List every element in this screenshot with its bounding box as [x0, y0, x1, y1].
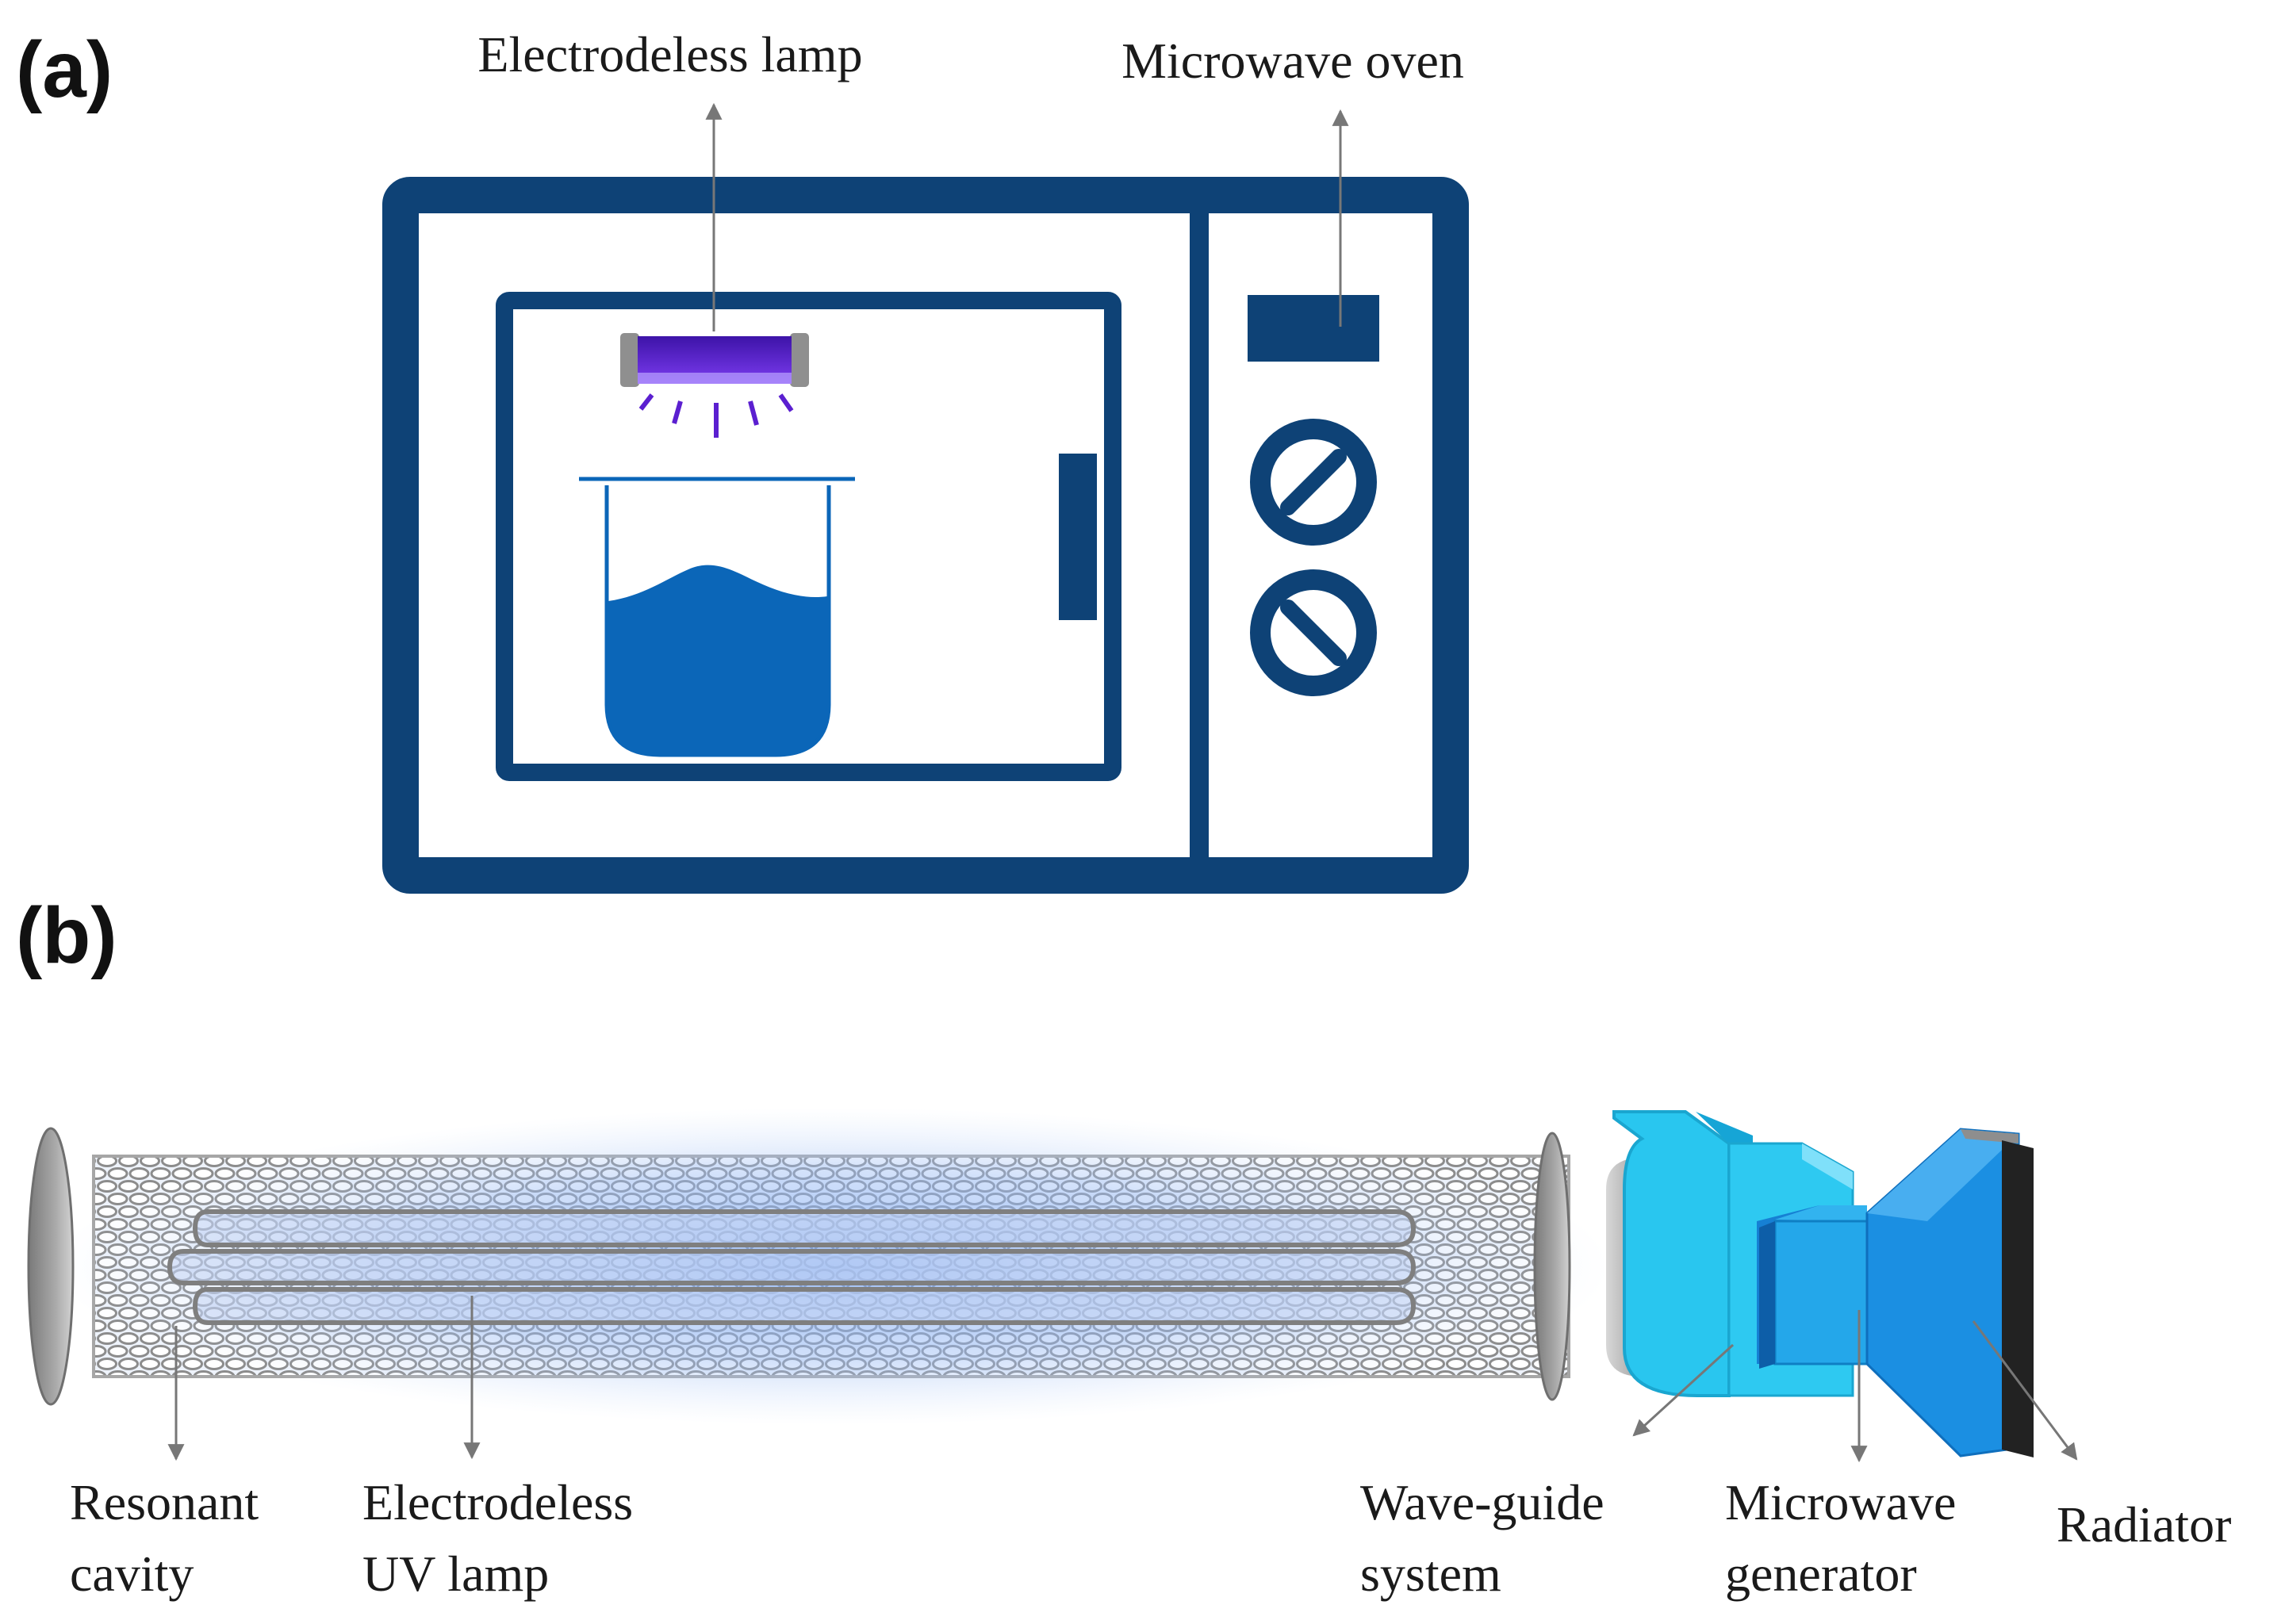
oven-body	[382, 177, 1469, 894]
electrodeless-lamp-label: Electrodeless lamp	[477, 26, 862, 82]
cavity-end-discs	[27, 1127, 1571, 1406]
control-knob-2-icon	[1250, 569, 1377, 696]
door-latch	[1059, 454, 1097, 620]
microwave-oven	[382, 177, 1469, 894]
wave-guide-label-line1: Wave-guide	[1360, 1474, 1604, 1530]
microwave-generator	[1757, 1205, 1869, 1369]
electrodeless-lamp-icon	[620, 333, 809, 438]
lamp-callout: Electrodeless lamp	[477, 26, 863, 331]
liquid	[608, 565, 827, 753]
panel-label-b: (b)	[16, 891, 117, 980]
generator-label-line1: Microwave	[1725, 1474, 1956, 1530]
radiator-label: Radiator	[2057, 1496, 2231, 1553]
radiator-plate	[2002, 1140, 2034, 1457]
panel-label-a: (a)	[16, 25, 113, 114]
radiator	[1865, 1128, 2034, 1457]
resonant-cavity-label-line1: Resonant	[70, 1474, 259, 1530]
generator-label-line2: generator	[1725, 1545, 1917, 1602]
beaker-icon	[579, 477, 855, 757]
uv-lamp-label-line1: Electrodeless	[362, 1474, 633, 1530]
oven-callout: Microwave oven	[1121, 33, 1464, 327]
uv-lamp-label-line2: UV lamp	[362, 1545, 549, 1602]
oven-window	[496, 292, 1121, 781]
oven-door-divider	[1190, 195, 1209, 875]
right-end-disc	[1533, 1132, 1571, 1401]
microwave-oven-label: Microwave oven	[1121, 33, 1464, 89]
resonant-cavity-label-line2: cavity	[70, 1545, 194, 1602]
oven-display	[1248, 295, 1379, 362]
control-knob-1-icon	[1250, 419, 1377, 546]
callouts-b	[167, 1296, 2078, 1463]
electrodeless-uv-lamp	[167, 1209, 1417, 1325]
labels-b: Resonant cavity Electrodeless UV lamp Wa…	[70, 1474, 2231, 1602]
wave-guide-label-line2: system	[1360, 1545, 1501, 1602]
left-end-disc	[27, 1127, 75, 1406]
